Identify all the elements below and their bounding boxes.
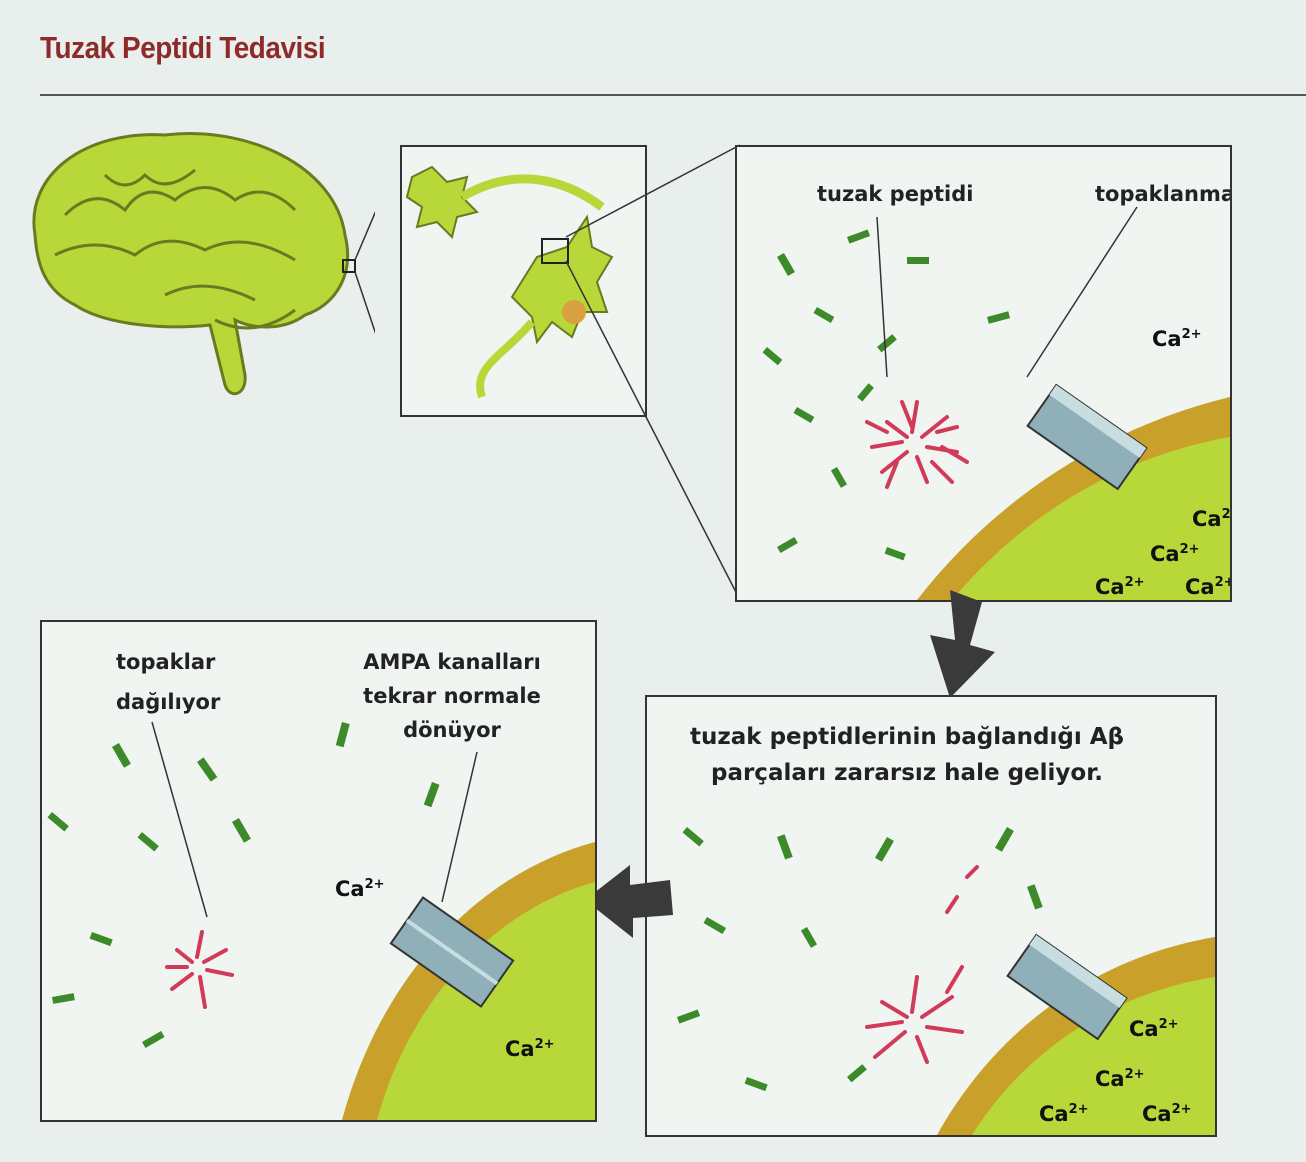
title-divider [40, 94, 1306, 96]
disperse-label-line1: topaklar [116, 650, 216, 674]
decoy-peptide-label: tuzak peptidi [817, 182, 974, 206]
calcium-ion-label: Ca2+ [1129, 1017, 1179, 1041]
ampa-label-line1: AMPA kanalları [363, 650, 541, 674]
aggregation-illustration [762, 206, 1230, 600]
neuron-illustration [405, 165, 614, 399]
calcium-ion-label: Ca2+ [1185, 575, 1230, 599]
decoy-peptides [47, 721, 440, 1049]
calcium-ion-label: Ca2+ [1095, 575, 1145, 599]
page-title: Tuzak Peptidi Tedavisi [40, 30, 326, 65]
ampa-label-line3: dönüyor [403, 718, 501, 742]
calcium-ion-label: Ca2+ [1039, 1102, 1089, 1126]
calcium-ion-label: Ca2+ [1152, 327, 1202, 351]
neutralized-caption-line2: parçaları zararsız hale geliyor. [710, 760, 1103, 786]
brain-illustration [32, 132, 375, 396]
neutralized-illustration [677, 827, 1215, 1135]
ampa-label-line2: tekrar normale [363, 684, 541, 708]
restored-illustration [47, 721, 595, 1120]
calcium-ion-label: Ca2+ [1142, 1102, 1192, 1126]
neuron-panel [400, 145, 647, 417]
zoom-lines [565, 144, 741, 601]
calcium-ion-label: Ca2+ [1192, 507, 1231, 531]
decoy-peptides [677, 827, 1043, 1092]
neutralized-panel: tuzak peptidlerinin bağlandığı Aβ parçal… [645, 695, 1217, 1137]
aggregation-label: topaklanma [1095, 182, 1232, 206]
left-arrow-icon [585, 865, 673, 938]
disperse-label-line2: dağılıyor [116, 690, 221, 714]
neutralized-caption-line1: tuzak peptidlerinin bağlandığı Aβ [690, 724, 1124, 750]
calcium-ion-label: Ca2+ [1095, 1067, 1145, 1091]
aggregation-panel: tuzak peptidi topaklanma Ca2+ Ca2+ Ca2+ … [735, 145, 1232, 602]
decoy-peptides [762, 229, 1011, 561]
calcium-ion-label: Ca2+ [335, 877, 385, 901]
down-arrow-icon [930, 590, 995, 698]
calcium-ion-label: Ca2+ [505, 1037, 555, 1061]
calcium-ion-label: Ca2+ [1150, 542, 1200, 566]
restored-panel: topaklar dağılıyor AMPA kanalları tekrar… [40, 620, 597, 1122]
